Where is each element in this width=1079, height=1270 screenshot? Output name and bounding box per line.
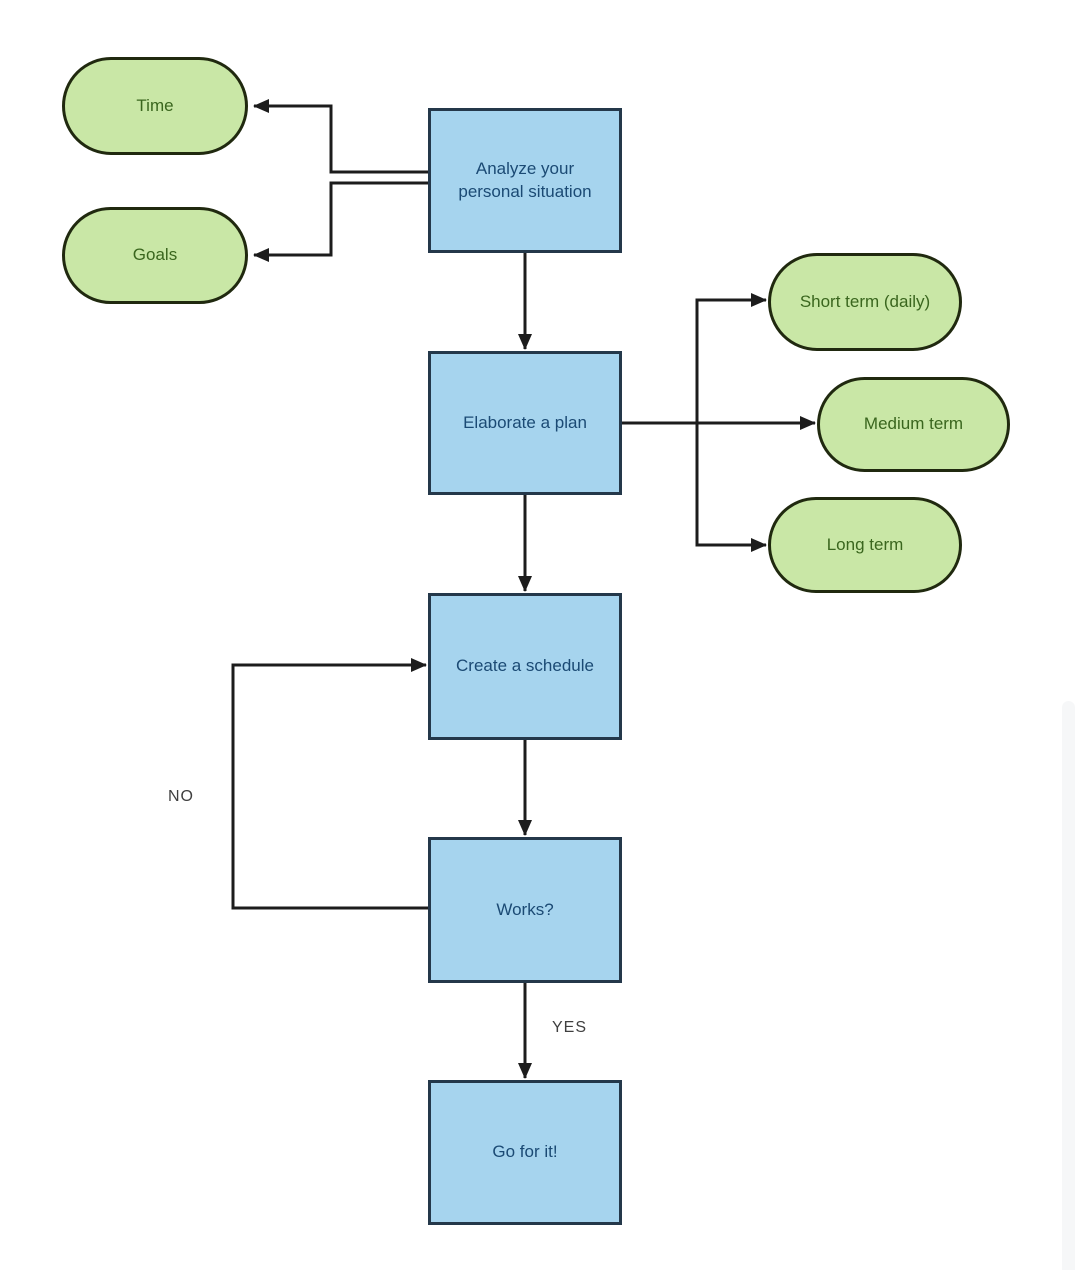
arrow-elaborate-to-short-term (622, 293, 767, 425)
scrollbar-thumb[interactable] (1062, 701, 1075, 1270)
node-goals: Goals (62, 207, 248, 304)
node-works-decision: Works? (428, 837, 622, 983)
node-create-a-schedule: Create a schedule (428, 593, 622, 740)
arrow-elaborate-to-long-term (695, 423, 767, 552)
node-short-term-daily: Short term (daily) (768, 253, 962, 351)
edge-label-yes: YES (552, 1019, 588, 1036)
node-elaborate-a-plan: Elaborate a plan (428, 351, 622, 495)
edge-label-no: NO (168, 788, 194, 805)
node-analyze-personal-situation: Analyze your personal situation (428, 108, 622, 253)
arrow-works-no-loop-to-create (231, 658, 428, 910)
node-medium-term: Medium term (817, 377, 1010, 472)
arrow-analyze-to-time (253, 99, 428, 174)
node-time: Time (62, 57, 248, 155)
arrow-analyze-to-goals (253, 181, 428, 262)
node-go-for-it: Go for it! (428, 1080, 622, 1225)
node-long-term: Long term (768, 497, 962, 593)
